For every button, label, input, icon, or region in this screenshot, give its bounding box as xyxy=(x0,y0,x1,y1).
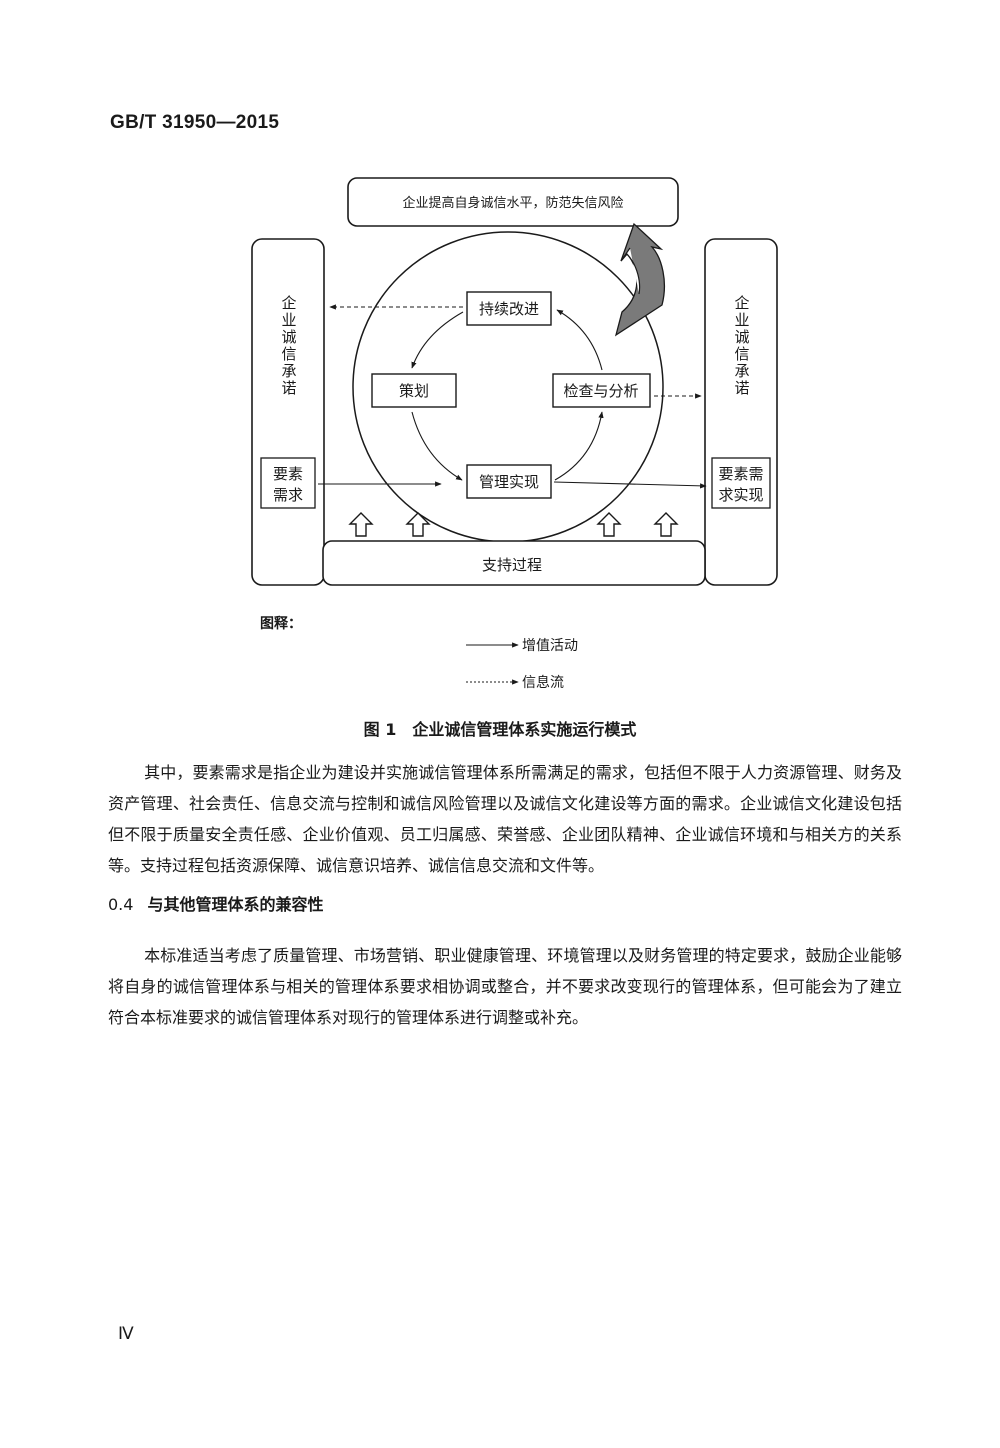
check-analysis-label: 检查与分析 xyxy=(563,382,638,400)
planning-box xyxy=(371,373,457,408)
check-analysis-box xyxy=(552,373,651,408)
planning-label: 策划 xyxy=(399,382,429,400)
paragraph-element-demand-text: 其中，要素需求是指企业为建设并实施诚信管理体系所需满足的需求，包括但不限于人力资… xyxy=(108,763,902,875)
management-implementation-label: 管理实现 xyxy=(479,473,539,491)
right-commitment-column xyxy=(704,238,778,586)
up-arrow-icon xyxy=(653,512,679,537)
right-commitment-label: 企业诚信承诺 xyxy=(734,294,749,397)
up-arrow-icon xyxy=(596,512,622,537)
element-demand-realized-line2: 求实现 xyxy=(718,486,763,504)
continuous-improvement-box xyxy=(466,291,552,326)
support-process-box xyxy=(322,540,706,586)
support-up-arrows xyxy=(348,512,679,537)
figure-diagram: 企业提高自身诚信水平，防范失信风险 企业诚信承诺 要素 需求 企业诚信承诺 要素… xyxy=(251,177,778,691)
element-demand-realized-line1: 要素需 xyxy=(718,465,763,483)
section-number: 0.4 xyxy=(108,895,134,914)
legend-value-added-label: 增值活动 xyxy=(522,638,578,654)
section-title: 与其他管理体系的兼容性 xyxy=(147,895,324,914)
improvement-curved-arrow xyxy=(614,222,666,337)
up-arrow-icon xyxy=(405,512,431,537)
up-arrow-icon xyxy=(348,512,374,537)
element-demand-line2: 需求 xyxy=(273,486,303,504)
paragraph-element-demand: 其中，要素需求是指企业为建设并实施诚信管理体系所需满足的需求，包括但不限于人力资… xyxy=(108,757,902,881)
support-process-label: 支持过程 xyxy=(482,556,542,574)
figure-caption: 图 1 企业诚信管理体系实施运行模式 xyxy=(363,720,637,739)
legend-info-flow-label: 信息流 xyxy=(522,674,564,691)
value-added-arrows xyxy=(318,481,707,489)
section-heading: 0.4 与其他管理体系的兼容性 xyxy=(108,891,323,915)
paragraph-compatibility-text: 本标准适当考虑了质量管理、市场营销、职业健康管理、环境管理以及财务管理的特定要求… xyxy=(108,946,902,1027)
standard-number: GB/T 31950—2015 xyxy=(110,112,280,133)
left-commitment-label: 企业诚信承诺 xyxy=(281,294,296,397)
element-demand-realized-box xyxy=(711,457,771,509)
left-commitment-column xyxy=(251,238,325,586)
page-number: Ⅳ xyxy=(118,1324,134,1343)
legend-title: 图释： xyxy=(260,615,302,632)
element-demand-line1: 要素 xyxy=(273,465,303,483)
info-flow-arrows xyxy=(329,304,702,399)
management-implementation-box xyxy=(466,464,552,499)
element-demand-box xyxy=(260,457,316,509)
goal-box-label: 企业提高自身诚信水平，防范失信风险 xyxy=(402,195,623,211)
continuous-improvement-label: 持续改进 xyxy=(479,300,539,318)
paragraph-compatibility: 本标准适当考虑了质量管理、市场营销、职业健康管理、环境管理以及财务管理的特定要求… xyxy=(108,940,902,1033)
goal-box xyxy=(347,177,679,227)
cycle-arrows xyxy=(411,309,604,481)
